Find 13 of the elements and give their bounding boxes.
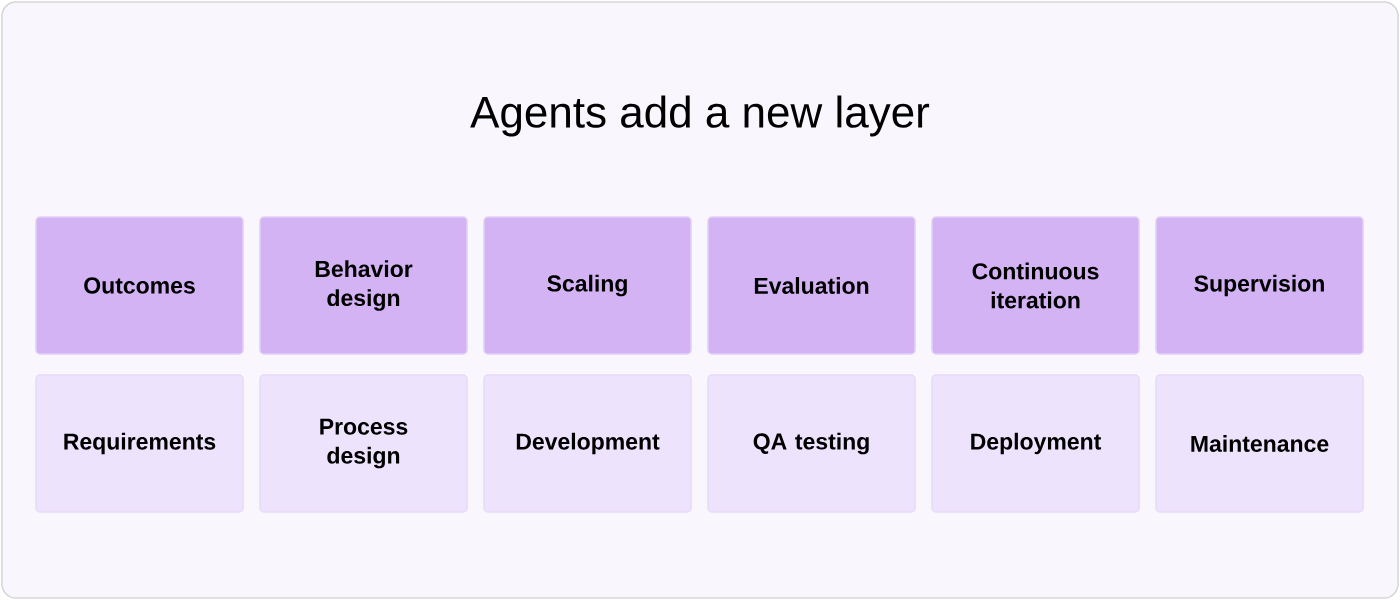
process-box: QA testing <box>707 374 916 513</box>
process-box: Deployment <box>931 374 1140 513</box>
process-box: Supervision <box>1155 216 1364 355</box>
title: Agents add a new layer <box>470 95 930 137</box>
process-box: Evaluation <box>707 216 916 355</box>
process-box: Behavior design <box>259 216 468 355</box>
process-box: Continuous iteration <box>931 216 1140 355</box>
process-box: Requirements <box>35 374 244 513</box>
process-box: Maintenance <box>1155 374 1364 513</box>
process-box: Outcomes <box>35 216 244 355</box>
process-box: Scaling <box>483 216 692 355</box>
process-box: Development <box>483 374 692 513</box>
process-box: Process design <box>259 374 468 513</box>
